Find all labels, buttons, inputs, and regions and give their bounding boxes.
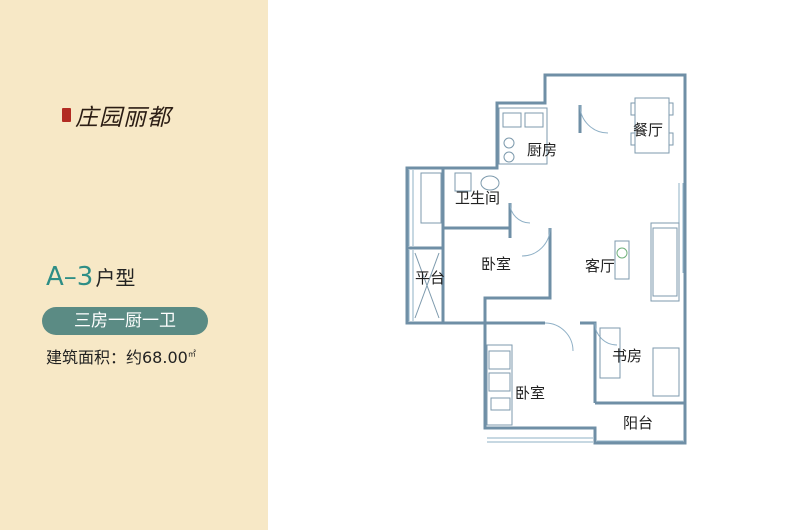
brand-name: 庄园丽都 <box>75 105 171 131</box>
windows <box>408 170 684 443</box>
unit-type-suffix: 户型 <box>95 266 136 290</box>
room-bathroom: 卫生间 <box>455 189 500 207</box>
floor-plan: 餐厅 厨房 卫生间 卧室 客厅 平台 书房 卧室 阳台 <box>405 73 687 445</box>
room-balcony: 阳台 <box>623 414 653 432</box>
area-label: 建筑面积：约68.00 <box>46 348 188 367</box>
door-swings <box>509 104 618 352</box>
unit-type-label: A–3 <box>46 262 94 292</box>
layout-badge: 三房一厨一卫 <box>42 307 208 335</box>
area-unit: ㎡ <box>187 349 196 359</box>
room-bedroom-2: 卧室 <box>515 384 545 402</box>
room-terrace: 平台 <box>415 269 445 287</box>
seal-icon <box>62 108 71 122</box>
walls <box>405 73 687 445</box>
floor-area: 建筑面积：约68.00㎡ <box>46 344 196 368</box>
brand-logo: 庄园丽都 <box>62 98 171 132</box>
room-kitchen: 厨房 <box>527 141 557 159</box>
room-living: 客厅 <box>585 257 615 275</box>
room-dining: 餐厅 <box>633 121 663 139</box>
furniture <box>414 97 680 426</box>
room-bedroom-1: 卧室 <box>481 255 511 273</box>
room-study: 书房 <box>612 347 642 365</box>
